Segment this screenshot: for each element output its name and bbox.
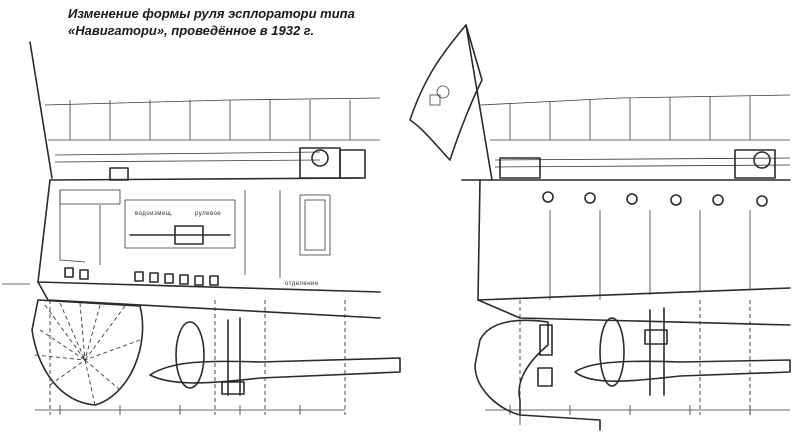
left-portholes: [64, 267, 219, 286]
right-portholes: [542, 191, 768, 207]
label-lower-right: отделение: [285, 281, 319, 287]
left-hull-outline: [37, 179, 381, 293]
left-flagstaff: [29, 41, 53, 179]
new-rudder: [474, 319, 549, 416]
caption-line-1: Изменение формы руля эсплоратори типа: [68, 6, 355, 21]
right-propeller: [599, 317, 625, 387]
old-rudder: [31, 299, 144, 406]
right-shaft: [574, 359, 791, 382]
left-stern-drawing: водоизмещ. рулевое отделение: [2, 41, 401, 415]
right-hull-outline: [477, 179, 791, 301]
left-shaft: [149, 357, 401, 384]
caption-line-2: «Навигатори», проведённое в 1932 г.: [68, 23, 315, 38]
right-flagstaff: [465, 24, 493, 181]
right-deck-machinery: [499, 149, 776, 179]
right-stern-drawing: [409, 24, 791, 431]
left-propeller: [175, 321, 205, 389]
left-deck-machinery: [109, 147, 366, 181]
label-upper: водоизмещ.: [135, 211, 173, 217]
label-upper-right: рулевое: [195, 211, 221, 217]
left-awning: [44, 97, 381, 106]
right-flag: [409, 24, 483, 161]
right-awning: [479, 94, 791, 106]
right-rudder-stock: [539, 324, 553, 356]
figure-caption: Изменение формы руля эсплоратори типа «Н…: [68, 5, 398, 39]
